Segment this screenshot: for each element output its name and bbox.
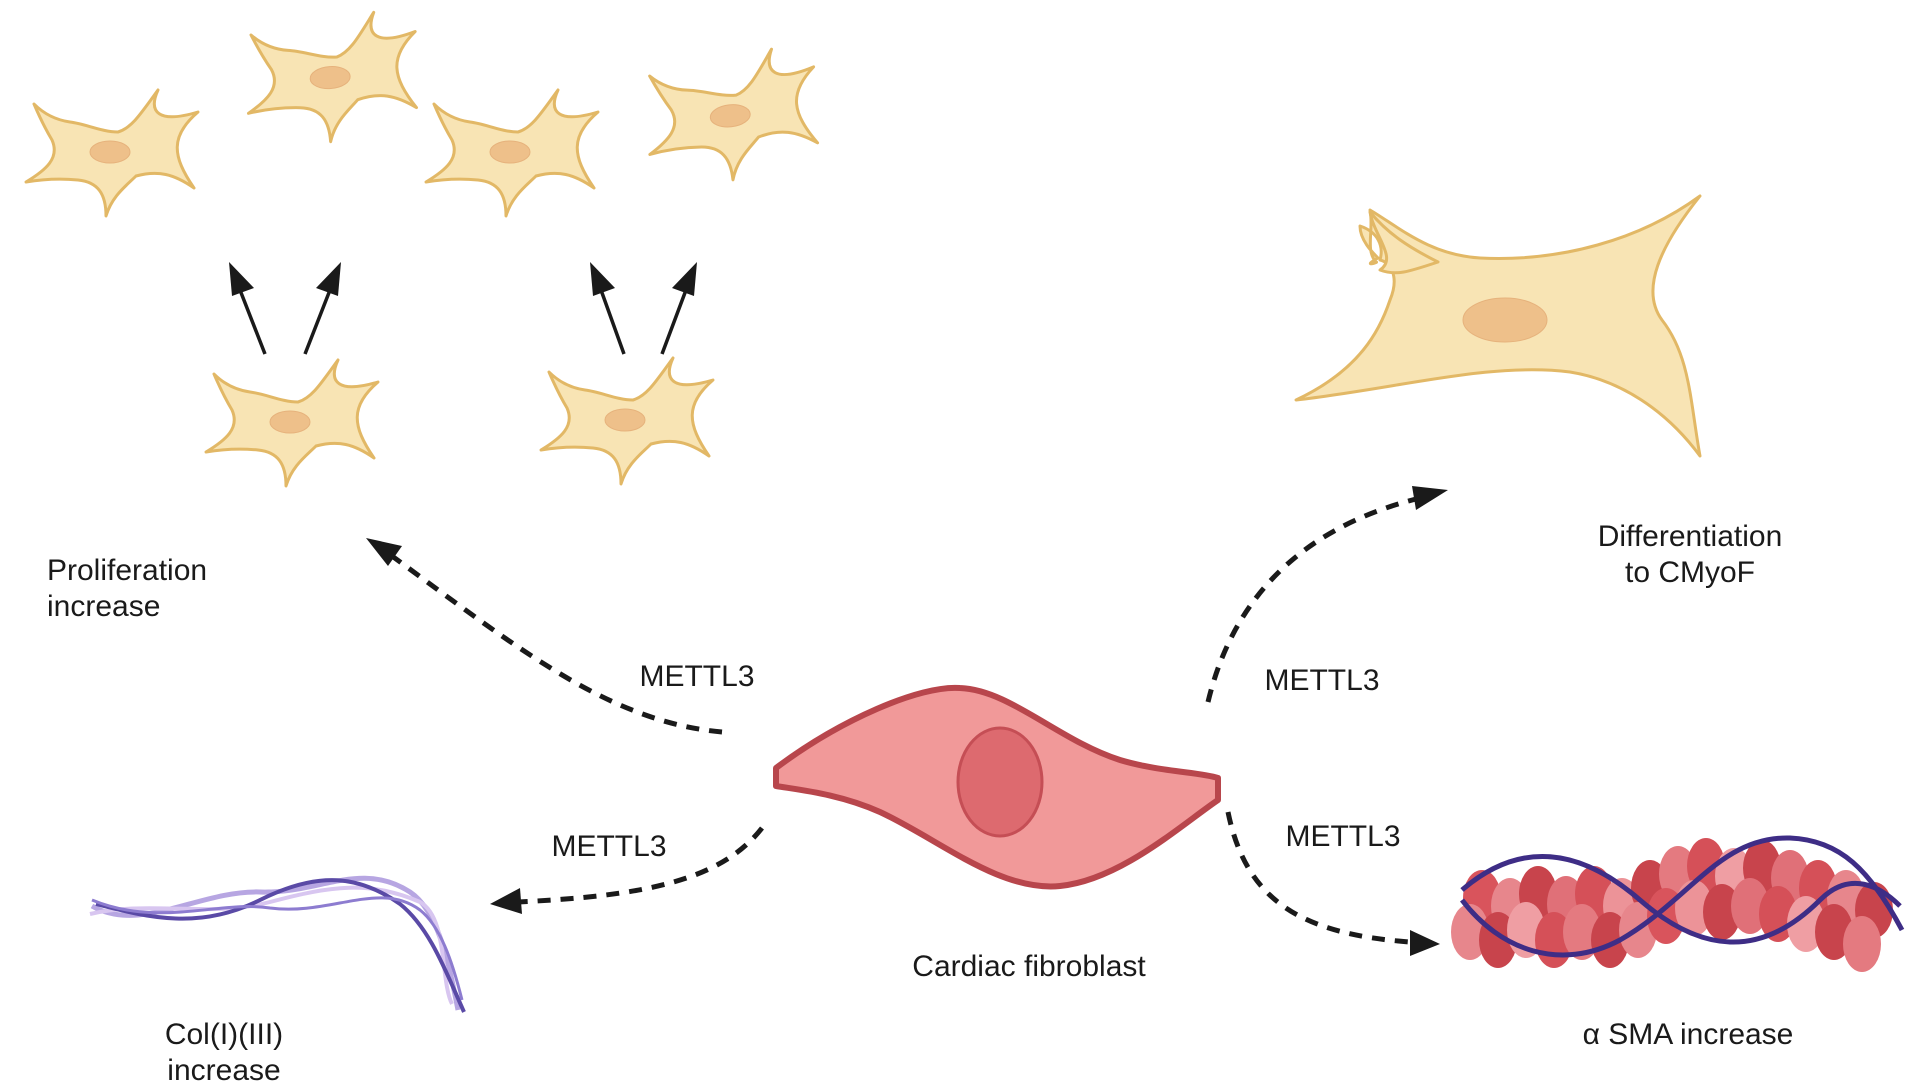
arrowhead	[490, 888, 522, 914]
collagen-fiber-icon	[89, 875, 466, 1013]
alpha-sma-filament-icon	[1451, 835, 1905, 972]
myofibroblast-nucleus	[1462, 297, 1548, 343]
arrowhead	[1410, 930, 1440, 956]
mettl3-label-top-left: METTL3	[639, 660, 754, 693]
center-cell-label: Cardiac fibroblast	[912, 950, 1146, 983]
arrowhead	[1412, 486, 1448, 510]
mettl3-label-top-right: METTL3	[1264, 664, 1379, 697]
division-arrows	[229, 262, 697, 355]
outcome-labels: Proliferation increase Differentiation t…	[47, 520, 1793, 1087]
myofibroblast-cell-icon	[638, 43, 826, 190]
cardiac-fibroblast: Cardiac fibroblast	[773, 684, 1221, 983]
myofibroblast-cell-icon	[204, 358, 380, 488]
collagen-label-line1: Col(I)(III)	[165, 1018, 283, 1051]
mettl3-label-bottom-left: METTL3	[551, 830, 666, 863]
mettl3-label-bottom-right: METTL3	[1285, 820, 1400, 853]
myofibroblast-cell-icon	[24, 88, 200, 218]
mediator-labels: METTL3 METTL3 METTL3 METTL3	[551, 660, 1400, 863]
myofibroblast-process	[1368, 210, 1440, 275]
collagen-label-line2: increase	[167, 1054, 280, 1087]
asma-label: α SMA increase	[1583, 1018, 1794, 1051]
fibroblast-nucleus	[956, 726, 1044, 838]
myofibroblast-cell-icon	[424, 88, 600, 218]
pathway-arrows	[366, 486, 1448, 956]
differentiation-label-line1: Differentiation	[1598, 520, 1783, 553]
differentiation-label-line2: to CMyoF	[1625, 556, 1755, 589]
myofibroblast-cell-icon	[240, 8, 424, 149]
arrowhead	[366, 538, 402, 566]
myofibroblast	[1294, 194, 1702, 458]
proliferation-label-line1: Proliferation	[47, 554, 207, 587]
proliferation-cells	[24, 8, 826, 488]
myofibroblast-cell-icon	[539, 356, 715, 486]
proliferation-label-line2: increase	[47, 590, 160, 623]
